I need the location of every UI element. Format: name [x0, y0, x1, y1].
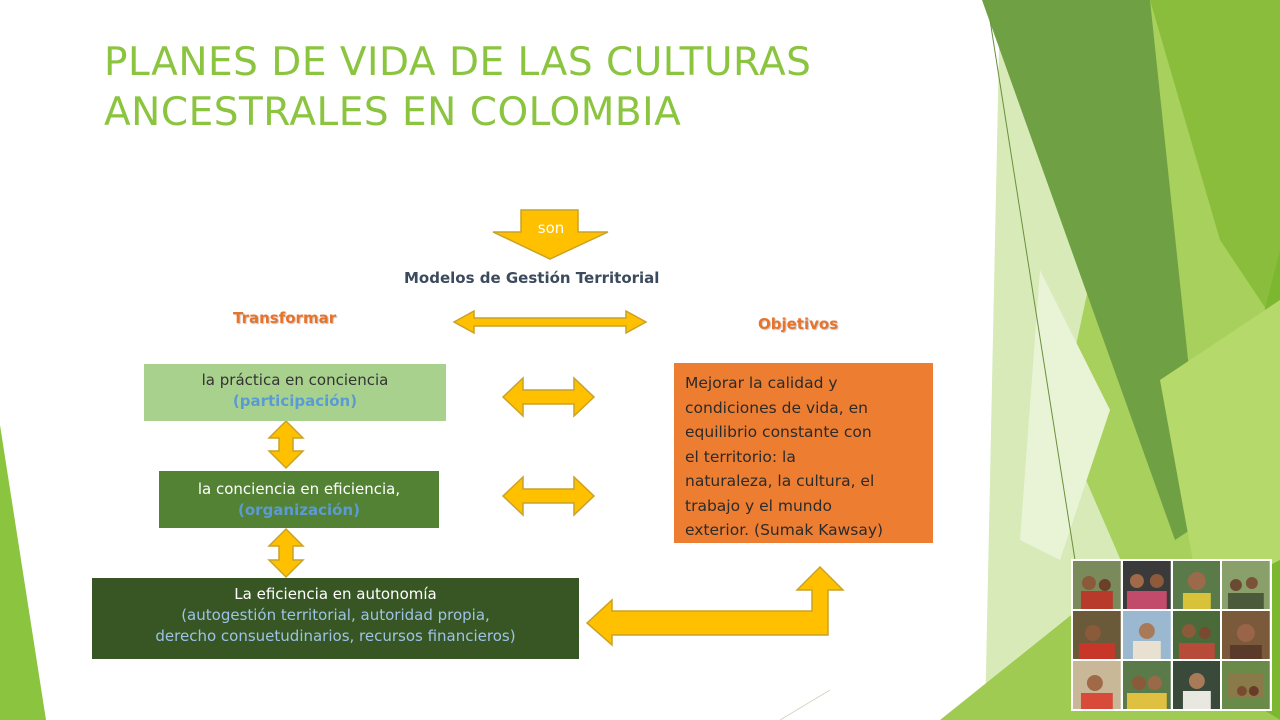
- objective-line-5: naturaleza, la cultura, el: [685, 472, 875, 490]
- objective-line-7: exterior. (Sumak Kawsay): [685, 521, 884, 539]
- autonomy-box: La eficiencia en autonomía (autogestión …: [92, 578, 579, 659]
- transform-label: Transformar: [233, 309, 337, 327]
- row2-double-arrow: [501, 475, 596, 517]
- objective-line-6: trabajo y el mundo: [685, 496, 832, 515]
- collage-photo: [1172, 661, 1221, 709]
- practice-box-text: la práctica en conciencia: [201, 371, 389, 389]
- collage-photo: [1222, 661, 1270, 709]
- facet-thin-line: [989, 19, 1076, 561]
- objective-line-2: condiciones de vida, en: [685, 398, 868, 417]
- slide-title-line-2: ANCESTRALES EN COLOMBIA: [104, 90, 682, 135]
- collage-photo: [1073, 611, 1121, 659]
- conscience-box: la conciencia en eficiencia, (organizaci…: [159, 471, 439, 528]
- collage-photo: [1073, 561, 1121, 609]
- right-facet-mid: [982, 0, 1205, 540]
- collage-photo: [1172, 611, 1221, 659]
- right-facet-lime: [1160, 300, 1280, 600]
- slide-title: PLANES DE VIDA DE LAS CULTURAS ANCESTRAL…: [104, 38, 964, 138]
- collage-photo: [1222, 561, 1270, 609]
- practice-box-sub: (participación): [232, 392, 358, 410]
- conscience-box-sub: (organización): [238, 501, 360, 519]
- row1-double-arrow: [501, 376, 596, 418]
- conscience-box-text: la conciencia en eficiencia,: [197, 480, 401, 498]
- objective-box: Mejorar la calidad y condiciones de vida…: [674, 363, 933, 543]
- objective-line-4: el territorio: la: [685, 447, 796, 466]
- autonomy-box-text: La eficiencia en autonomía: [234, 585, 437, 603]
- collage-photo: [1122, 661, 1171, 709]
- right-facet-pale: [1020, 270, 1110, 560]
- collage-photo: [1172, 561, 1221, 609]
- photo-collage-icon: [1071, 559, 1272, 711]
- models-label: Modelos de Gestión Territorial: [404, 269, 660, 287]
- collage-photo: [1222, 611, 1270, 659]
- facet-thin-line-2: [779, 689, 831, 720]
- bent-return-arrow: [585, 565, 845, 647]
- collage-photo: [1122, 561, 1171, 609]
- slide-title-line-1: PLANES DE VIDA DE LAS CULTURAS: [104, 40, 812, 85]
- son-down-arrow: [492, 209, 609, 260]
- models-double-arrow: [452, 309, 648, 335]
- autonomy-box-sub-2: derecho consuetudinarios, recursos finan…: [155, 627, 516, 645]
- collage-photo: [1073, 661, 1121, 709]
- practice-box: la práctica en conciencia (participación…: [144, 364, 446, 421]
- left-green-wedge: [0, 425, 46, 720]
- vertical-double-arrow-2: [267, 527, 305, 579]
- objective-line-3: equilibrio constante con: [685, 423, 872, 441]
- objective-line-1: Mejorar la calidad y: [685, 374, 838, 392]
- vertical-double-arrow-1: [267, 419, 305, 470]
- collage-photo: [1122, 611, 1171, 659]
- autonomy-box-sub-1: (autogestión territorial, autoridad prop…: [181, 606, 490, 624]
- right-facet-mid2: [1150, 0, 1280, 330]
- objectives-label: Objetivos: [758, 315, 839, 333]
- son-arrow-label: son: [537, 219, 565, 237]
